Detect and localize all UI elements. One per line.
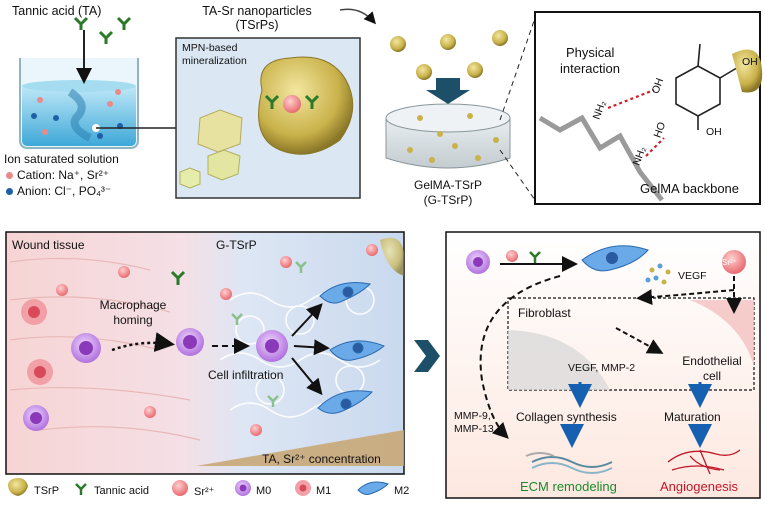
tannic-acid-icon <box>73 16 132 44</box>
m2-arrow-down <box>291 357 323 396</box>
fibro-to-endo-arrow <box>615 327 664 354</box>
sr-ion-large <box>722 250 746 274</box>
maturation-label: Maturation <box>664 410 721 424</box>
m2-macrophages <box>317 282 385 414</box>
endothelial-cell <box>690 300 754 366</box>
legend-tsrp: TSrP <box>34 485 60 497</box>
endothelial-label-2: cell <box>702 369 721 383</box>
tannic-acid-faded <box>231 261 307 407</box>
cell-infiltration-label: Cell infiltration <box>208 368 284 382</box>
chemistry-inset <box>534 11 761 205</box>
vegf-label: VEGF <box>678 270 707 282</box>
nanoparticles-title-1: TA-Sr nanoparticles <box>202 4 312 18</box>
ion-solution-label: Ion saturated solution <box>4 152 119 166</box>
concentration-wedge <box>196 430 404 466</box>
collagen-label: Collagen synthesis <box>516 410 617 424</box>
wound-particle <box>380 237 404 276</box>
m2-arrow-up <box>291 303 323 337</box>
cation-label: Cation: Na⁺, Sr²⁺ <box>6 168 109 182</box>
gtsrp-label: G-TSrP <box>216 238 257 252</box>
cation-text: Cation: Na⁺, Sr²⁺ <box>17 168 110 182</box>
hydrogen-bonds <box>607 88 665 157</box>
endothelial-label-1: Endothelial <box>682 354 742 368</box>
beaker <box>19 30 176 149</box>
m2-arrow-mid <box>293 339 330 356</box>
physical-label-2: interaction <box>560 61 620 76</box>
tsrp-floating-particles <box>390 30 508 80</box>
down-arrow <box>426 78 470 104</box>
ecm-label: ECM remodeling <box>520 479 617 494</box>
panel-arrow <box>414 340 440 372</box>
sr-icon-right <box>506 250 518 262</box>
sr-ions <box>38 244 378 436</box>
mechanism-panel <box>445 231 761 499</box>
mmp13-label: MMP-13 <box>454 423 494 435</box>
mmp-arrow <box>479 275 561 439</box>
tannic-acid-title: Tannic acid (TA) <box>12 4 102 18</box>
mpn-label-1: MPN-based <box>182 42 238 54</box>
crystal-cubes <box>179 109 243 189</box>
concentration-label: TA, Sr²⁺ concentration <box>262 452 381 466</box>
fibroblast-label: Fibroblast <box>518 306 571 320</box>
vegf-dots <box>645 263 671 285</box>
mpn-label-2: mineralization <box>182 55 247 67</box>
anion-label: Anion: Cl⁻, PO₄³⁻ <box>6 184 111 198</box>
gelma-backbone-chain <box>538 114 664 202</box>
wound-tissue-label: Wound tissue <box>12 238 85 252</box>
gelma-label-1: GelMA-TSrP <box>413 178 482 192</box>
macrophage-label-2: homing <box>113 313 153 327</box>
nanoparticles-title-2: (TSrPs) <box>235 18 279 32</box>
legend-m0: M0 <box>256 485 272 497</box>
physical-label-1: Physical <box>566 45 615 60</box>
collagen-fibers <box>525 452 613 474</box>
legend: TSrP Tannic acid Sr²⁺ M0 M1 M2 <box>0 481 430 505</box>
mmp9-label: MMP-9, <box>454 410 491 422</box>
macrophage-label-1: Macrophage <box>99 298 167 312</box>
oh-label-3: OH <box>706 126 722 138</box>
m1-macrophages <box>21 299 53 385</box>
m0-macrophages <box>23 328 288 431</box>
vegf-mmp-label: VEGF, MMP-2 <box>568 362 636 374</box>
sr-ion-text: Sr²⁺ <box>722 258 737 267</box>
legend-icons <box>8 478 389 496</box>
angiogenesis-label: Angiogenesis <box>660 479 739 494</box>
oh-label-4: OH <box>742 56 758 68</box>
tissue-lines <box>9 257 201 441</box>
legend-tannic: Tannic acid <box>94 485 150 497</box>
anion-text: Anion: Cl⁻, PO₄³⁻ <box>17 184 112 198</box>
inset-particle <box>732 49 763 93</box>
fibroblast-cell <box>508 330 610 390</box>
tannic-icon-right <box>529 251 541 263</box>
blood-vessels <box>667 449 741 475</box>
legend-m1: M1 <box>316 485 332 497</box>
tannic-acid-wound <box>170 270 186 285</box>
backbone-label: GelMA backbone <box>640 181 740 196</box>
legend-sr: Sr²⁺ <box>194 486 215 498</box>
legend-m2: M2 <box>394 485 410 497</box>
sr-to-fibro-arrow <box>636 289 735 306</box>
tsrp-large-particle <box>258 56 354 155</box>
gelma-label-2: (G-TSrP) <box>423 193 473 207</box>
gelma-disc <box>385 103 511 169</box>
inset-connector-bottom <box>499 149 536 201</box>
